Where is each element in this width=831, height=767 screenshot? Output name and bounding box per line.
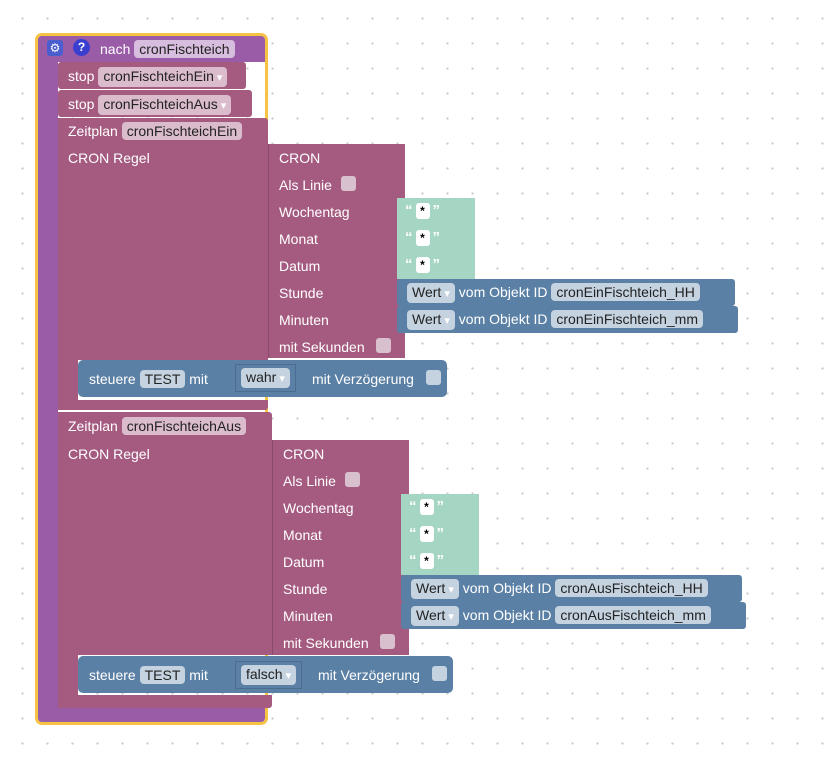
schedule-label: Zeitplan [68,123,118,139]
trigger-name-field[interactable]: cronFischteich [134,40,235,58]
cron-title: CRON [279,150,321,166]
control-block-1[interactable]: steuere TEST mit wahr mit Verzögerung [78,360,447,397]
weekday-label: Wochentag [279,204,350,220]
object-id-field[interactable]: cronAusFischteich_mm [555,606,711,624]
stop-block-1[interactable]: stop cronFischteichEin [58,62,246,89]
stop-block-2[interactable]: stop cronFischteichAus [58,90,252,117]
object-value-block-hour[interactable]: Wert vom Objekt ID cronEinFischteich_HH [397,279,735,306]
object-value-block-hour[interactable]: Wert vom Objekt ID cronAusFischteich_HH [401,575,742,602]
as-line-label: Als Linie [279,177,332,193]
schedule-name-field[interactable]: cronFischteichEin [121,122,243,140]
delay-label: mit Verzögerung [312,371,414,387]
object-id-field[interactable]: cronEinFischteich_HH [551,283,700,301]
with-label: mit [189,667,208,683]
trigger-label: nach [100,41,131,57]
value-mode-dropdown[interactable]: Wert [411,579,459,599]
stop-dropdown[interactable]: cronFischteichEin [98,67,228,87]
object-id-label: vom Objekt ID [462,580,552,596]
month-label: Monat [283,527,322,543]
object-value-block-minutes[interactable]: Wert vom Objekt ID cronEinFischteich_mm [397,306,738,333]
seconds-checkbox[interactable] [376,338,391,353]
as-line-label: Als Linie [283,473,336,489]
schedule-label: Zeitplan [68,418,118,434]
text-value[interactable]: * [419,553,434,569]
control-label: steuere [89,667,136,683]
stop-label: stop [68,96,95,112]
help-icon[interactable]: ? [73,39,90,56]
hour-label: Stunde [283,581,328,597]
object-id-label: vom Objekt ID [458,284,548,300]
with-label: mit [189,371,208,387]
cron-block-1[interactable]: CRON Als Linie Wochentag Monat Datum Stu… [268,144,405,358]
control-block-2[interactable]: steuere TEST mit falsch mit Verzögerung [78,656,453,693]
cron-title: CRON [283,446,325,462]
cron-block-2[interactable]: CRON Als Linie Wochentag Monat Datum Stu… [272,440,409,655]
minutes-label: Minuten [283,608,333,624]
control-target-field[interactable]: TEST [139,370,186,388]
text-block-date[interactable]: “*” [401,548,479,575]
object-id-field[interactable]: cronEinFischteich_mm [551,310,703,328]
value-mode-dropdown[interactable]: Wert [407,310,455,330]
seconds-label: mit Sekunden [279,339,365,355]
text-block-month[interactable]: “*” [401,521,479,548]
stop-label: stop [68,68,95,84]
hour-label: Stunde [279,285,324,301]
text-block-weekday[interactable]: “*” [401,494,479,521]
bool-dropdown[interactable]: falsch [241,665,297,685]
as-line-checkbox[interactable] [345,472,360,487]
date-label: Datum [283,554,325,570]
object-value-block-minutes[interactable]: Wert vom Objekt ID cronAusFischteich_mm [401,602,746,629]
bool-dropdown[interactable]: wahr [241,368,290,388]
delay-checkbox[interactable] [432,666,447,681]
text-block-date[interactable]: “*” [397,252,475,279]
value-mode-dropdown[interactable]: Wert [407,283,455,303]
schedule-block-1[interactable]: Zeitplan cronFischteichEin CRON Regel [58,118,268,410]
text-value[interactable]: * [419,526,434,542]
control-label: steuere [89,371,136,387]
schedule-name-field[interactable]: cronFischteichAus [121,417,247,435]
stop-dropdown[interactable]: cronFischteichAus [98,95,232,115]
control-target-field[interactable]: TEST [139,666,186,684]
text-value[interactable]: * [415,203,430,219]
seconds-label: mit Sekunden [283,635,369,651]
cron-rule-label: CRON Regel [68,446,150,462]
date-label: Datum [279,258,321,274]
text-value[interactable]: * [419,499,434,515]
text-block-month[interactable]: “*” [397,225,475,252]
weekday-label: Wochentag [283,500,354,516]
month-label: Monat [279,231,318,247]
object-id-field[interactable]: cronAusFischteich_HH [555,579,708,597]
cron-rule-label: CRON Regel [68,150,150,166]
as-line-checkbox[interactable] [341,176,356,191]
value-mode-dropdown[interactable]: Wert [411,606,459,626]
gear-icon[interactable]: ⚙ [47,40,63,56]
text-value[interactable]: * [415,257,430,273]
text-block-weekday[interactable]: “*” [397,198,475,225]
delay-label: mit Verzögerung [318,667,420,683]
seconds-checkbox[interactable] [380,634,395,649]
schedule-block-2[interactable]: Zeitplan cronFischteichAus CRON Regel [58,412,272,708]
delay-checkbox[interactable] [426,370,441,385]
object-id-label: vom Objekt ID [462,607,552,623]
minutes-label: Minuten [279,312,329,328]
text-value[interactable]: * [415,230,430,246]
object-id-label: vom Objekt ID [458,311,548,327]
